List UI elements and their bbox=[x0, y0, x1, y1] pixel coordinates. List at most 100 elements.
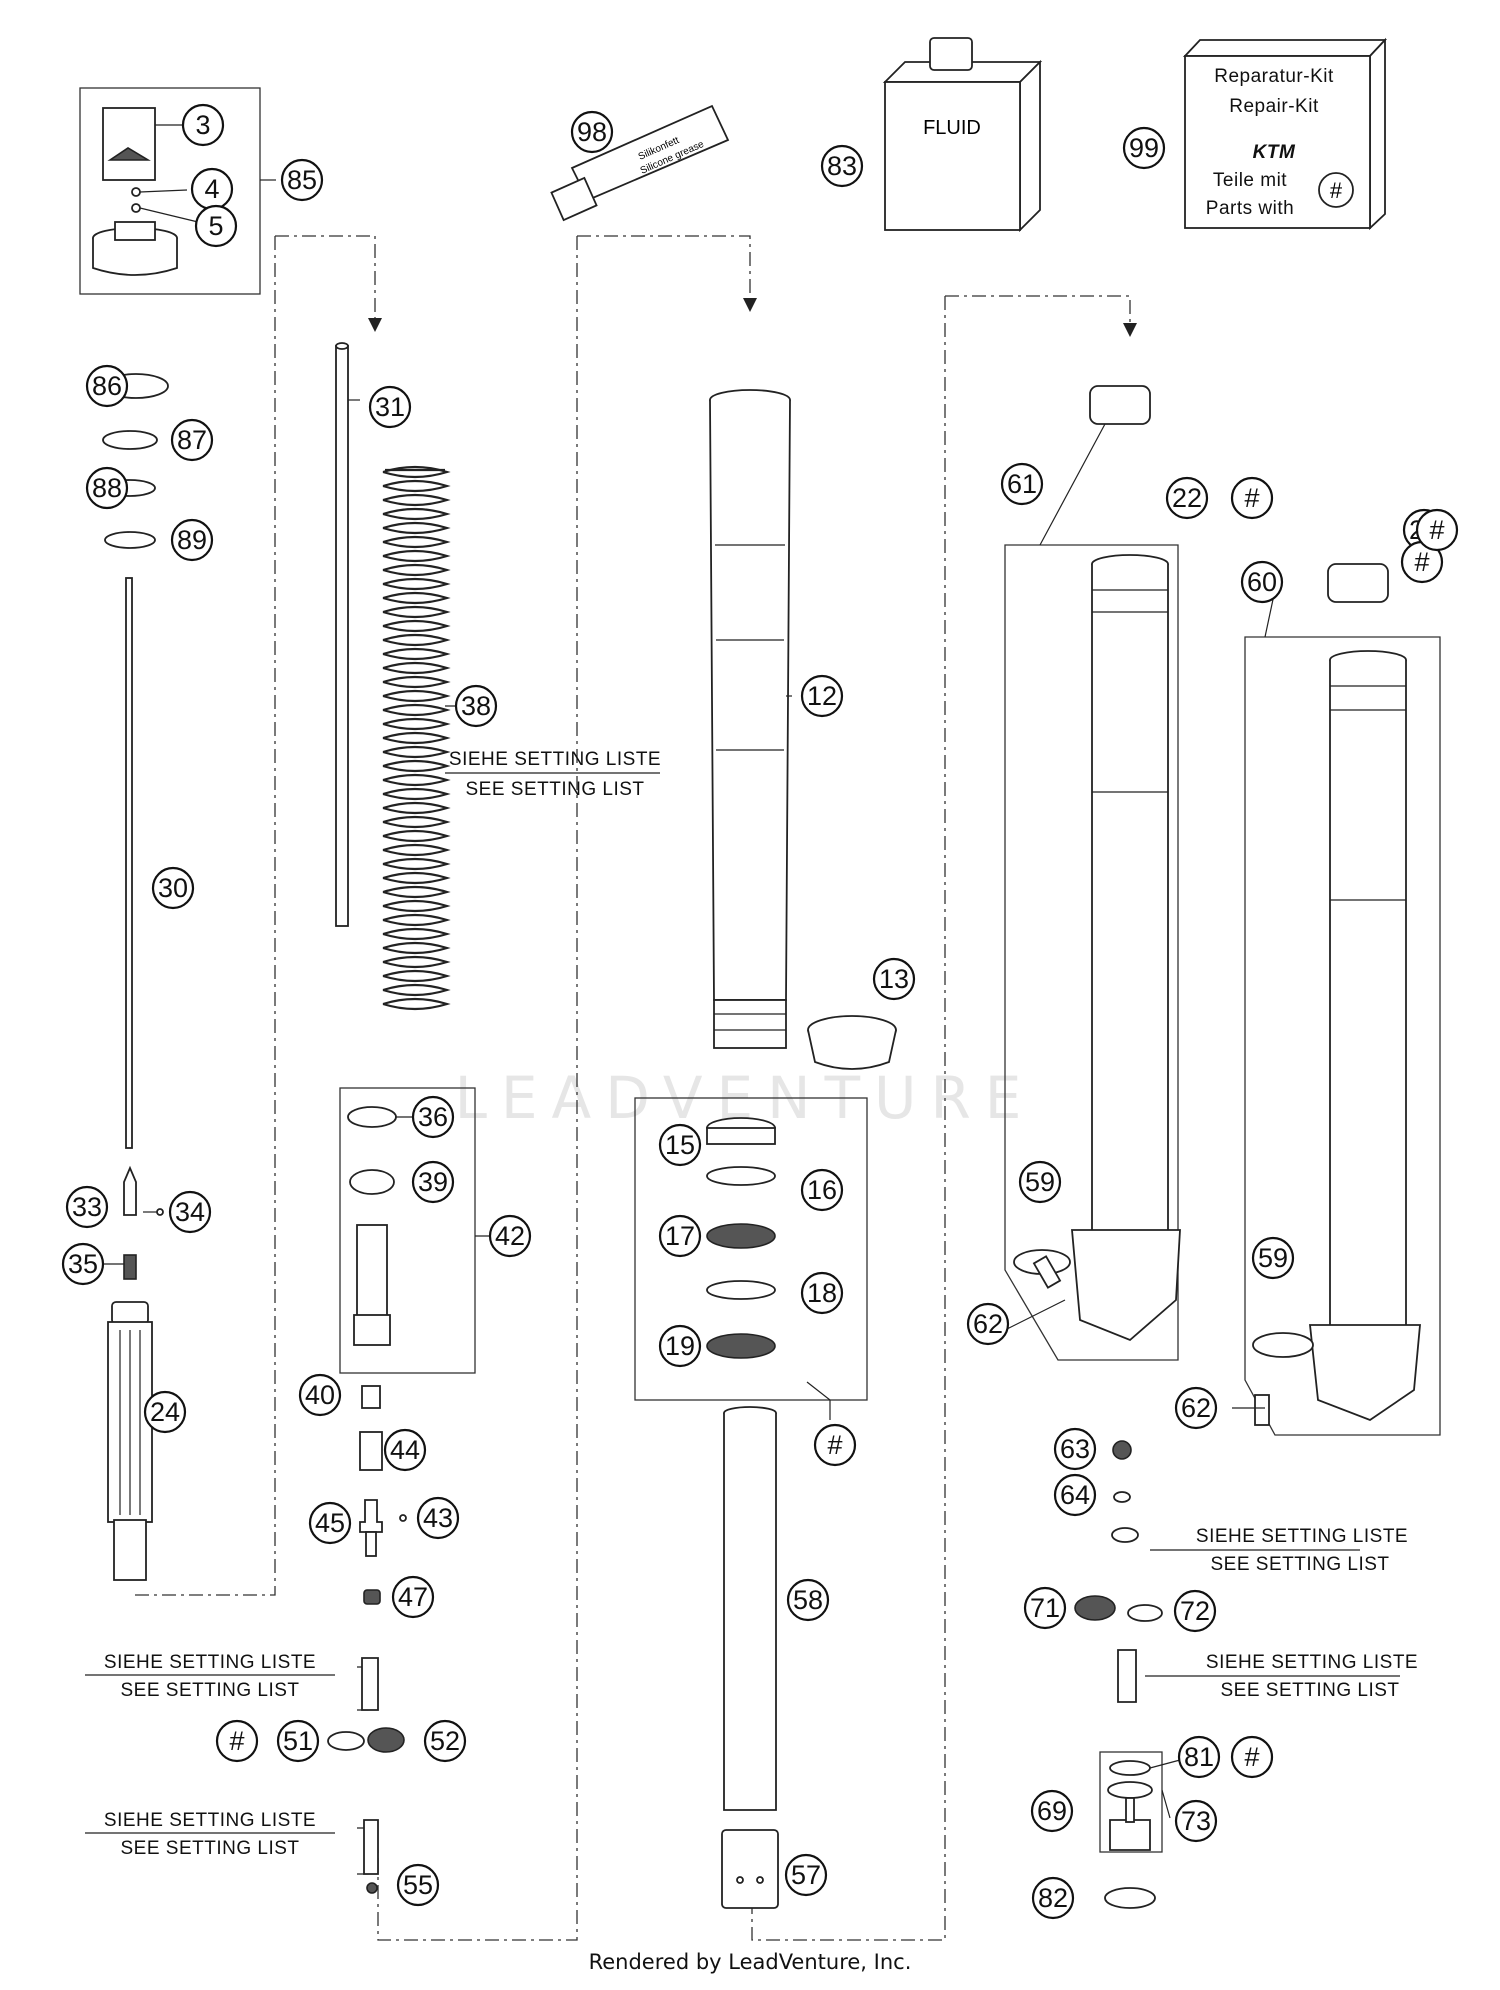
callout-part-5-circle bbox=[194, 204, 238, 248]
callout-part-42[interactable]: 42 bbox=[488, 1214, 532, 1258]
callout-part-13[interactable]: 13 bbox=[872, 957, 916, 1001]
callout-kit-mark-5[interactable]: # bbox=[215, 1719, 259, 1763]
callout-part-59[interactable]: 59 bbox=[1251, 1236, 1295, 1280]
callout-part-51-label: 51 bbox=[283, 1726, 313, 1756]
callout-part-19[interactable]: 19 bbox=[658, 1324, 702, 1368]
callout-part-17[interactable]: 17 bbox=[658, 1214, 702, 1258]
callout-part-55[interactable]: 55 bbox=[396, 1863, 440, 1907]
callout-part-51-circle bbox=[276, 1719, 320, 1763]
callout-part-71[interactable]: 71 bbox=[1023, 1586, 1067, 1630]
callout-part-12[interactable]: 12 bbox=[800, 674, 844, 718]
note-c-line1: SIEHE SETTING LISTE bbox=[104, 1652, 316, 1673]
callout-part-51[interactable]: 51 bbox=[276, 1719, 320, 1763]
callout-part-40[interactable]: 40 bbox=[298, 1373, 342, 1417]
callout-kit-mark-3-label: # bbox=[827, 1430, 842, 1460]
callout-part-88-circle bbox=[85, 466, 129, 510]
callout-part-18[interactable]: 18 bbox=[800, 1271, 844, 1315]
callout-part-45[interactable]: 45 bbox=[308, 1501, 352, 1545]
callout-part-3[interactable]: 3 bbox=[181, 103, 225, 147]
callout-part-44-label: 44 bbox=[390, 1435, 420, 1465]
callout-part-62[interactable]: 62 bbox=[1174, 1386, 1218, 1430]
callout-part-39[interactable]: 39 bbox=[411, 1160, 455, 1204]
callout-part-52[interactable]: 52 bbox=[423, 1719, 467, 1763]
callout-part-40-label: 40 bbox=[305, 1380, 335, 1410]
callout-part-22-circle bbox=[1165, 476, 1209, 520]
callout-part-38[interactable]: 38 bbox=[454, 684, 498, 728]
callout-part-39-label: 39 bbox=[418, 1167, 448, 1197]
callout-part-59-circle bbox=[1018, 1160, 1062, 1204]
callout-part-33[interactable]: 33 bbox=[65, 1185, 109, 1229]
callout-part-55-circle bbox=[396, 1863, 440, 1907]
callout-part-83[interactable]: 83 bbox=[820, 144, 864, 188]
callout-part-89[interactable]: 89 bbox=[170, 518, 214, 562]
callout-kit-mark-1[interactable]: # bbox=[1230, 476, 1274, 520]
note-r-line1: SIEHE SETTING LISTE bbox=[104, 1810, 316, 1831]
callout-part-24[interactable]: 24 bbox=[143, 1390, 187, 1434]
callout-part-18-circle bbox=[800, 1271, 844, 1315]
callout-part-61[interactable]: 61 bbox=[1000, 462, 1044, 506]
callout-part-5[interactable]: 5 bbox=[194, 204, 238, 248]
callout-part-22[interactable]: 22 bbox=[1165, 476, 1209, 520]
callout-part-72[interactable]: 72 bbox=[1173, 1589, 1217, 1633]
callout-part-36-label: 36 bbox=[418, 1102, 448, 1132]
callout-part-47-circle bbox=[391, 1575, 435, 1619]
callout-kit-mark-5-label: # bbox=[229, 1726, 244, 1756]
callout-part-64[interactable]: 64 bbox=[1053, 1473, 1097, 1517]
callout-part-5-label: 5 bbox=[208, 211, 223, 241]
callout-part-62[interactable]: 62 bbox=[966, 1302, 1010, 1346]
note-r2-line1: SIEHE SETTING LISTE bbox=[1206, 1652, 1418, 1673]
callout-part-86[interactable]: 86 bbox=[85, 364, 129, 408]
callout-part-60-label: 60 bbox=[1247, 567, 1277, 597]
callout-part-88-label: 88 bbox=[92, 473, 122, 503]
callout-part-73-label: 73 bbox=[1181, 1806, 1211, 1836]
callout-part-30-label: 30 bbox=[158, 873, 188, 903]
callout-part-57-circle bbox=[784, 1853, 828, 1897]
callout-part-69-circle bbox=[1030, 1789, 1074, 1833]
callout-part-57[interactable]: 57 bbox=[784, 1853, 828, 1897]
callout-part-62-label: 62 bbox=[1181, 1393, 1211, 1423]
callout-part-16-circle bbox=[800, 1168, 844, 1212]
callout-part-63[interactable]: 63 bbox=[1053, 1427, 1097, 1471]
callouts: 3458598839986878889313830121361226022#36… bbox=[61, 103, 1459, 1920]
kit-hash-mark: # bbox=[1330, 178, 1343, 203]
callout-part-87-circle bbox=[170, 418, 214, 462]
callout-part-45-circle bbox=[308, 1501, 352, 1545]
callout-part-69[interactable]: 69 bbox=[1030, 1789, 1074, 1833]
callout-part-85[interactable]: 85 bbox=[280, 158, 324, 202]
callout-part-88[interactable]: 88 bbox=[85, 466, 129, 510]
callout-part-44[interactable]: 44 bbox=[383, 1428, 427, 1472]
callout-part-73[interactable]: 73 bbox=[1174, 1799, 1218, 1843]
callout-part-81[interactable]: 81 bbox=[1177, 1735, 1221, 1779]
callout-part-16[interactable]: 16 bbox=[800, 1168, 844, 1212]
callout-part-60[interactable]: 60 bbox=[1240, 560, 1284, 604]
callout-part-99-circle bbox=[1122, 126, 1166, 170]
callout-part-39-circle bbox=[411, 1160, 455, 1204]
callout-part-31[interactable]: 31 bbox=[368, 385, 412, 429]
callout-part-59[interactable]: 59 bbox=[1018, 1160, 1062, 1204]
callout-part-35[interactable]: 35 bbox=[61, 1242, 105, 1286]
callout-part-43[interactable]: 43 bbox=[416, 1496, 460, 1540]
callout-part-87[interactable]: 87 bbox=[170, 418, 214, 462]
callout-part-hash[interactable]: # bbox=[1400, 540, 1444, 584]
callout-part-61-circle bbox=[1000, 462, 1044, 506]
callout-part-34[interactable]: 34 bbox=[168, 1190, 212, 1234]
callout-part-4[interactable]: 4 bbox=[190, 167, 234, 211]
callout-part-36[interactable]: 36 bbox=[411, 1095, 455, 1139]
callout-part-19-circle bbox=[658, 1324, 702, 1368]
callout-kit-mark-2[interactable]: # bbox=[1415, 508, 1459, 552]
callout-part-15[interactable]: 15 bbox=[658, 1123, 702, 1167]
callout-part-82[interactable]: 82 bbox=[1031, 1876, 1075, 1920]
callout-part-60-circle bbox=[1240, 560, 1284, 604]
callout-kit-mark-3[interactable]: # bbox=[813, 1423, 857, 1467]
callout-part-18-label: 18 bbox=[807, 1278, 837, 1308]
note-r1-line1: SIEHE SETTING LISTE bbox=[1196, 1526, 1408, 1547]
callout-part-99[interactable]: 99 bbox=[1122, 126, 1166, 170]
setting-note-right-2: SIEHE SETTING LISTE SEE SETTING LIST bbox=[1206, 1652, 1418, 1701]
callout-kit-mark-4[interactable]: # bbox=[1230, 1735, 1274, 1779]
callout-part-63-label: 63 bbox=[1060, 1434, 1090, 1464]
callout-part-98[interactable]: 98 bbox=[570, 110, 614, 154]
callout-part-47[interactable]: 47 bbox=[391, 1575, 435, 1619]
callout-part-16-label: 16 bbox=[807, 1175, 837, 1205]
callout-part-58[interactable]: 58 bbox=[786, 1578, 830, 1622]
callout-part-30[interactable]: 30 bbox=[151, 866, 195, 910]
